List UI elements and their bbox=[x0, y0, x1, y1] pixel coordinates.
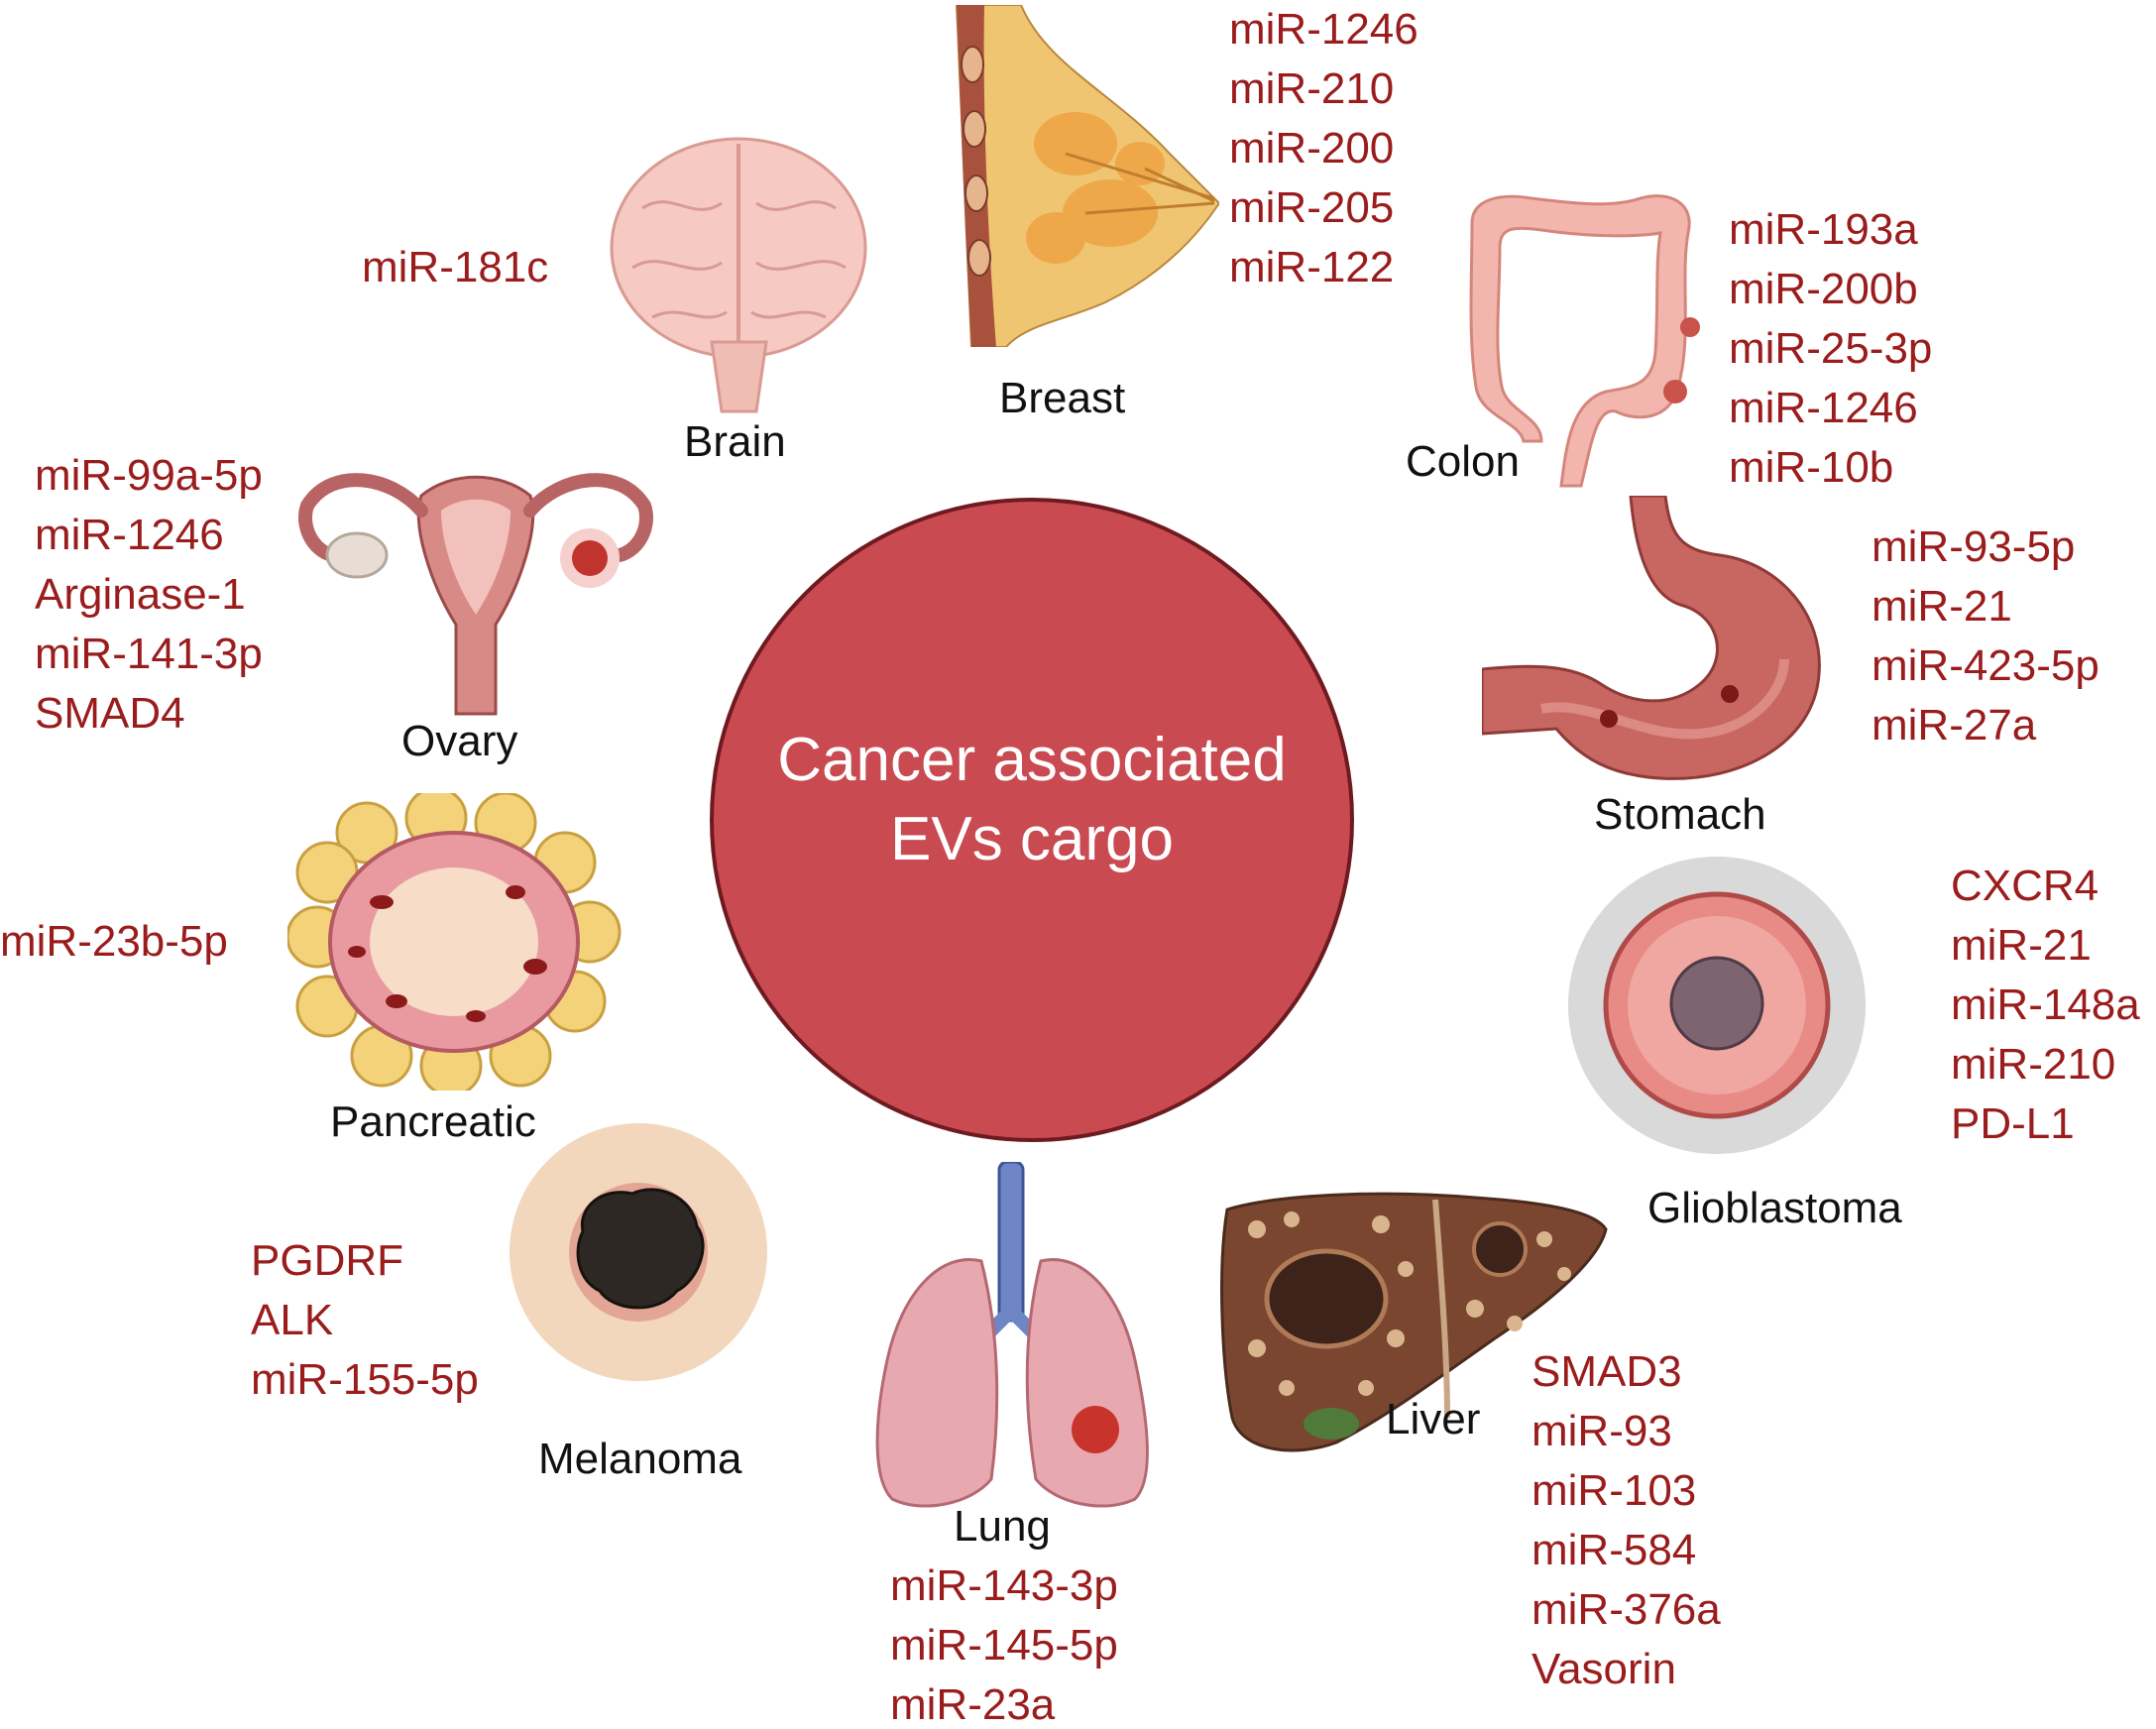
stomach-label: Stomach bbox=[1594, 790, 1766, 839]
stomach-cargo-item: miR-423-5p bbox=[1872, 641, 2099, 690]
colon-cargo-item: miR-25-3p bbox=[1729, 324, 1933, 373]
colon-cargo-item: miR-10b bbox=[1729, 443, 1894, 492]
stomach-cargo-item: miR-27a bbox=[1872, 701, 2037, 749]
ovary-illustration bbox=[298, 473, 653, 716]
brain-cargo-list: miR-181c bbox=[362, 238, 548, 297]
colon-cargo-item: miR-193a bbox=[1729, 205, 1918, 254]
liver-cargo-item: miR-584 bbox=[1532, 1526, 1697, 1574]
liver-cargo-item: miR-103 bbox=[1532, 1466, 1697, 1515]
pancreatic-label: Pancreatic bbox=[330, 1097, 536, 1146]
melanoma-illustration bbox=[510, 1123, 767, 1381]
pancreatic-cargo-item: miR-23b-5p bbox=[0, 917, 228, 966]
glioblastoma-label: Glioblastoma bbox=[1647, 1184, 1902, 1232]
pancreatic-illustration bbox=[287, 793, 622, 1091]
ovary-cargo-item: miR-99a-5p bbox=[35, 451, 263, 500]
lung-illustration bbox=[875, 1162, 1150, 1508]
liver-cargo-item: miR-376a bbox=[1532, 1585, 1721, 1634]
colon-label: Colon bbox=[1406, 437, 1520, 486]
lung-label: Lung bbox=[954, 1502, 1051, 1551]
ovary-cargo-item: Arginase-1 bbox=[35, 570, 246, 619]
brain-cargo-item: miR-181c bbox=[362, 243, 549, 291]
glioblastoma-cargo-item: miR-210 bbox=[1951, 1040, 2116, 1089]
liver-cargo-item: miR-93 bbox=[1532, 1407, 1672, 1455]
glioblastoma-illustration bbox=[1568, 857, 1866, 1154]
lung-cargo-item: miR-143-3p bbox=[890, 1561, 1118, 1610]
stomach-illustration bbox=[1482, 496, 1821, 780]
pancreatic-cargo-list: miR-23b-5p bbox=[0, 912, 228, 972]
liver-cargo-item: Vasorin bbox=[1532, 1645, 1676, 1693]
ovary-cargo-item: miR-1246 bbox=[35, 511, 224, 559]
melanoma-cargo-item: PGDRF bbox=[251, 1236, 403, 1285]
melanoma-cargo-item: miR-155-5p bbox=[251, 1355, 479, 1404]
liver-illustration bbox=[1220, 1192, 1608, 1452]
ovary-cargo-list: miR-99a-5p miR-1246 Arginase-1 miR-141-3… bbox=[35, 446, 263, 744]
glioblastoma-cargo-item: PD-L1 bbox=[1951, 1099, 2075, 1148]
colon-cargo-item: miR-200b bbox=[1729, 265, 1918, 313]
breast-cargo-item: miR-200 bbox=[1229, 124, 1395, 173]
breast-illustration bbox=[955, 5, 1219, 347]
liver-cargo-item: SMAD3 bbox=[1532, 1347, 1682, 1396]
center-title-line1: Cancer associated bbox=[777, 726, 1287, 794]
glioblastoma-cargo-item: miR-148a bbox=[1951, 980, 2140, 1029]
stomach-cargo-list: miR-93-5p miR-21 miR-423-5p miR-27a bbox=[1872, 518, 2099, 755]
colon-cargo-item: miR-1246 bbox=[1729, 384, 1918, 432]
lung-cargo-item: miR-145-5p bbox=[890, 1621, 1118, 1670]
colon-cargo-list: miR-193a miR-200b miR-25-3p miR-1246 miR… bbox=[1729, 200, 1932, 498]
ovary-cargo-item: SMAD4 bbox=[35, 689, 185, 738]
melanoma-cargo-item: ALK bbox=[251, 1296, 334, 1344]
breast-cargo-item: miR-122 bbox=[1229, 243, 1395, 291]
liver-cargo-list: SMAD3 miR-93 miR-103 miR-584 miR-376a Va… bbox=[1532, 1342, 1721, 1699]
melanoma-label: Melanoma bbox=[538, 1435, 742, 1483]
brain-label: Brain bbox=[684, 417, 786, 466]
breast-cargo-item: miR-210 bbox=[1229, 64, 1395, 113]
melanoma-cargo-list: PGDRF ALK miR-155-5p bbox=[251, 1231, 479, 1410]
center-circle bbox=[710, 498, 1354, 1142]
colon-illustration bbox=[1469, 194, 1700, 488]
glioblastoma-cargo-list: CXCR4 miR-21 miR-148a miR-210 PD-L1 bbox=[1951, 857, 2140, 1154]
breast-cargo-item: miR-205 bbox=[1229, 183, 1395, 232]
glioblastoma-cargo-item: miR-21 bbox=[1951, 921, 2092, 970]
center-title: Cancer associated EVs cargo bbox=[710, 721, 1354, 879]
breast-cargo-item: miR-1246 bbox=[1229, 5, 1418, 54]
glioblastoma-cargo-item: CXCR4 bbox=[1951, 862, 2099, 910]
liver-label: Liver bbox=[1386, 1395, 1481, 1443]
breast-label: Breast bbox=[999, 374, 1126, 422]
ovary-cargo-item: miR-141-3p bbox=[35, 630, 263, 678]
lung-cargo-item: miR-23a bbox=[890, 1680, 1056, 1729]
breast-cargo-list: miR-1246 miR-210 miR-200 miR-205 miR-122 bbox=[1229, 0, 1418, 297]
brain-illustration bbox=[610, 137, 867, 413]
stomach-cargo-item: miR-21 bbox=[1872, 582, 2012, 631]
ovary-label: Ovary bbox=[401, 717, 518, 765]
stomach-cargo-item: miR-93-5p bbox=[1872, 522, 2076, 571]
center-title-line2: EVs cargo bbox=[889, 805, 1175, 873]
lung-cargo-list: miR-143-3p miR-145-5p miR-23a bbox=[890, 1556, 1118, 1729]
